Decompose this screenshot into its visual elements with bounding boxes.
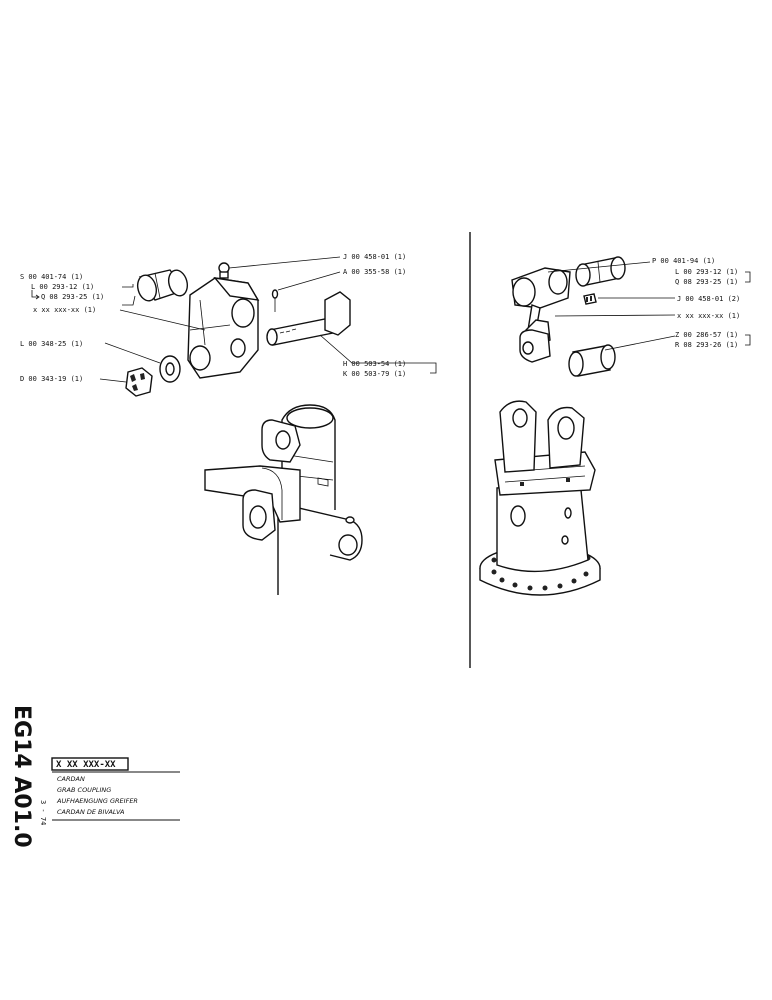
title-german: AUFHAENGUNG GREIFER xyxy=(56,797,138,805)
leader-lines-left xyxy=(31,256,437,383)
bushing-right-upper xyxy=(575,256,626,287)
label-P-00-401-94: P 00 401-94 (1) xyxy=(652,257,715,265)
grease-nipple-right xyxy=(583,293,597,305)
label-Q-08-293-25-right: Q 08 293-25 (1) xyxy=(675,278,738,286)
part-number-box xyxy=(51,757,129,771)
label-x-xx-xxx-xx: x xx xxx-xx (1) xyxy=(33,306,96,314)
label-A-00-355-58: A 00 355-58 (1) xyxy=(343,268,406,276)
title-block: EG14 A01.0 3 - 74 X XX XXX-XX CARDAN GRA… xyxy=(9,705,180,848)
label-Q-08-293-25: Q 08 293-25 (1) xyxy=(41,293,104,301)
cardan-body-left xyxy=(187,277,260,379)
leader-lines-right xyxy=(547,261,751,351)
title-english: GRAB COUPLING xyxy=(57,786,111,794)
label-L-00-293-12: L 00 293-12 (1) xyxy=(31,283,94,291)
cardan-arm-right xyxy=(519,319,551,363)
label-K-00-503-79: K 00 503-79 (1) xyxy=(343,370,406,378)
label-x-xx-xxx-xx-right: x xx xxx-xx (1) xyxy=(677,312,740,320)
pivot-pin-left xyxy=(266,291,351,346)
label-J-00-458-01: J 00 458-01 (1) xyxy=(343,253,406,261)
label-L-00-293-12-right: L 00 293-12 (1) xyxy=(675,268,738,276)
title-en-fr: CARDAN xyxy=(57,775,85,783)
left-assembly: J 00 458-01 (1) A 00 355-58 (1) S 00 401… xyxy=(20,253,437,397)
grease-nipple-left xyxy=(218,262,230,279)
label-D-00-343-19: D 00 343-19 (1) xyxy=(20,375,83,383)
label-R-08-293-26: R 08 293-26 (1) xyxy=(675,341,738,349)
label-L-00-348-25: L 00 348-25 (1) xyxy=(20,340,83,348)
right-assembly: P 00 401-94 (1) L 00 293-12 (1) Q 08 293… xyxy=(511,256,751,377)
washer-left xyxy=(159,355,181,383)
split-pin-left xyxy=(271,289,279,312)
castle-nut-left xyxy=(125,367,153,397)
right-installed-view xyxy=(479,400,601,596)
label-H-00-503-54: H 00 503-54 (1) xyxy=(343,360,406,368)
drawing-number: EG14 A01.0 xyxy=(9,705,34,848)
label-J-00-458-01-right: J 00 458-01 (2) xyxy=(677,295,740,303)
bushing-left xyxy=(136,269,189,302)
part-number: X XX XXX-XX xyxy=(56,760,116,770)
label-S-00-401-74: S 00 401-74 (1) xyxy=(20,273,83,281)
title-french: CARDAN DE BIVALVA xyxy=(57,808,125,816)
drawing-date: 3 - 74 xyxy=(39,800,47,825)
left-installed-view xyxy=(204,404,363,595)
bushing-right-lower xyxy=(568,344,616,377)
label-Z-00-286-57: Z 00 286-57 (1) xyxy=(675,331,738,339)
